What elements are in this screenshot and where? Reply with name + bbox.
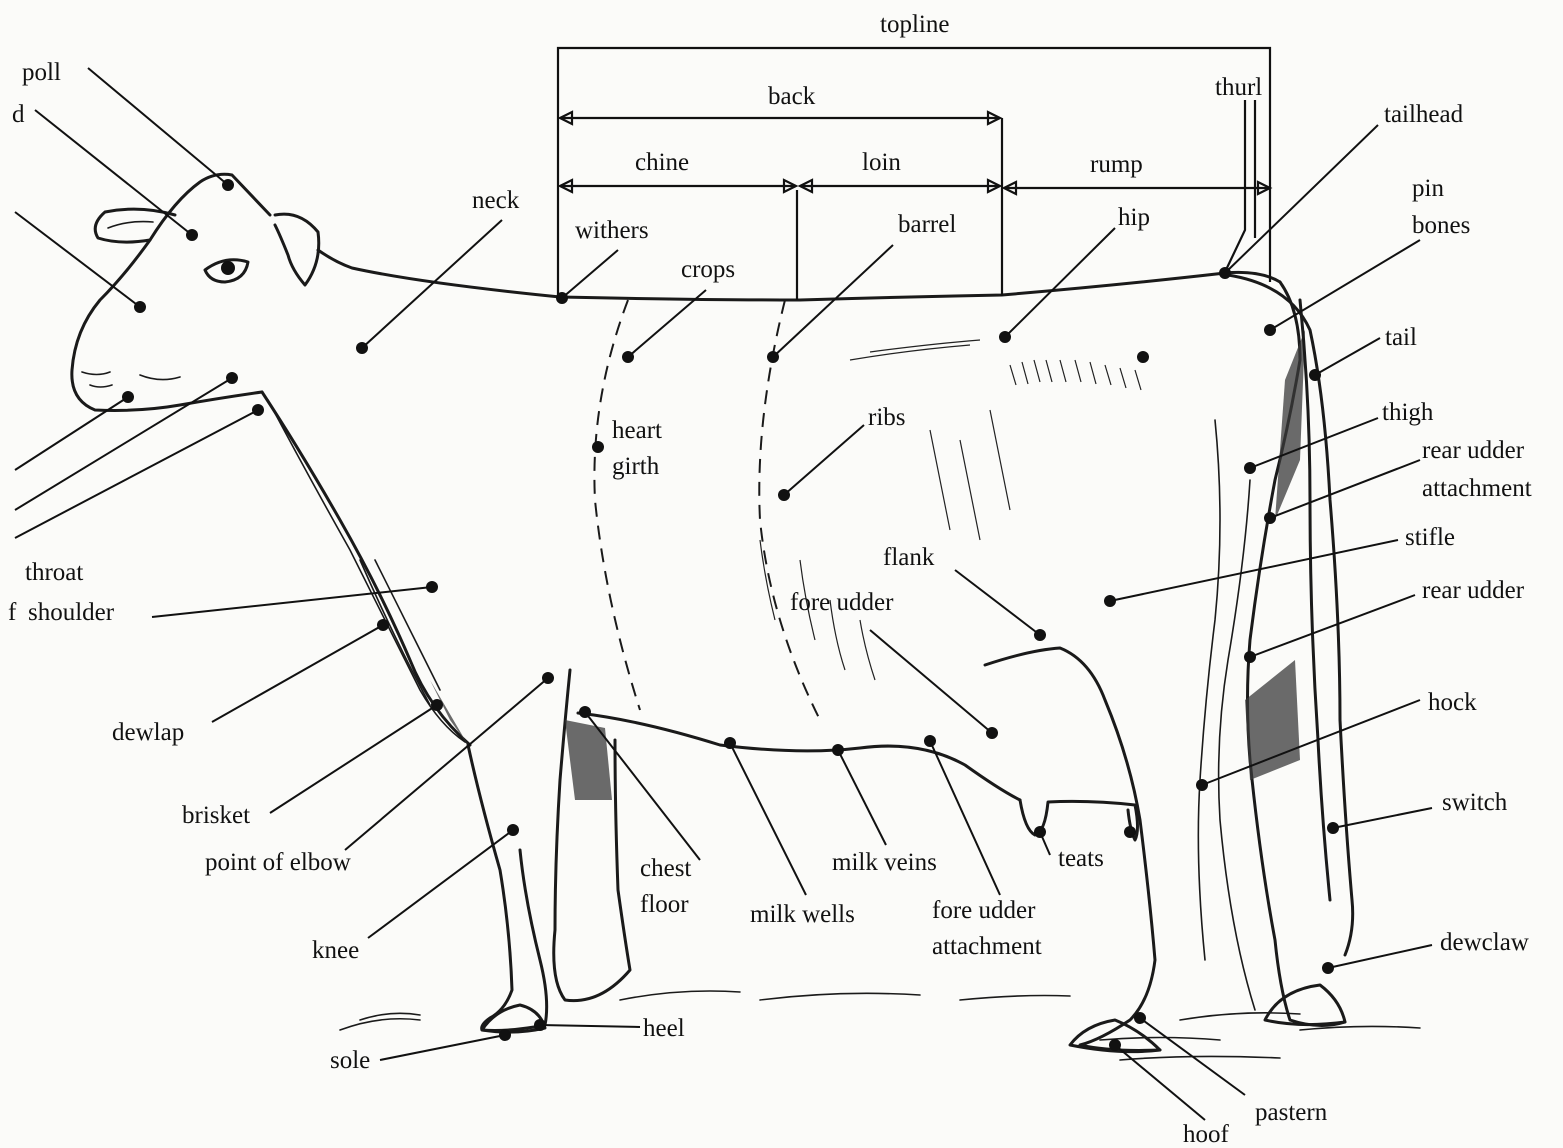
label-hock: hock <box>1428 689 1477 716</box>
label-teats: teats <box>1058 845 1104 872</box>
cow-illustration <box>72 174 1420 1060</box>
label-tailhead: tailhead <box>1384 101 1464 128</box>
label-withers: withers <box>575 217 649 244</box>
label-thigh: thigh <box>1382 399 1434 426</box>
label-point-of-elbow: point of elbow <box>205 849 351 876</box>
label-brisket: brisket <box>182 802 250 829</box>
label-switch: switch <box>1442 789 1508 816</box>
leader-lines <box>15 68 1432 1120</box>
label-chine: chine <box>635 149 689 176</box>
label-dewclaw: dewclaw <box>1440 929 1529 956</box>
label-ribs: ribs <box>868 404 906 431</box>
label-flank: flank <box>883 544 935 571</box>
label-milk-veins: milk veins <box>832 849 937 876</box>
label-rump: rump <box>1090 151 1143 178</box>
label-pin-bones-2: bones <box>1412 212 1470 239</box>
label-forehead-partial: d <box>12 101 25 128</box>
label-chest-floor-2: floor <box>640 891 689 918</box>
label-rear-udder: rear udder <box>1422 577 1525 604</box>
label-rear-udder-attachment-1: rear udder <box>1422 437 1525 464</box>
label-sole: sole <box>330 1047 370 1074</box>
label-back: back <box>768 83 816 110</box>
label-rear-udder-attachment-2: attachment <box>1422 475 1532 502</box>
label-shoulder-prefix: f <box>8 599 17 626</box>
marker-dots <box>122 179 1339 1051</box>
label-milk-wells: milk wells <box>750 901 855 928</box>
label-neck: neck <box>472 187 520 214</box>
label-heel: heel <box>643 1015 685 1042</box>
label-heart-girth-2: girth <box>612 453 660 480</box>
label-hoof: hoof <box>1183 1121 1230 1148</box>
label-barrel: barrel <box>898 211 956 238</box>
label-heart-girth-1: heart <box>612 417 662 444</box>
label-fore-udder: fore udder <box>790 589 894 616</box>
label-hip: hip <box>1118 204 1150 231</box>
label-pastern: pastern <box>1255 1099 1328 1126</box>
label-thurl: thurl <box>1215 74 1262 101</box>
label-stifle: stifle <box>1405 524 1455 551</box>
label-tail: tail <box>1385 324 1417 351</box>
label-fore-udder-attachment-1: fore udder <box>932 897 1036 924</box>
label-topline: topline <box>880 11 949 38</box>
label-poll: poll <box>22 59 61 86</box>
label-pin-bones-1: pin <box>1412 175 1444 202</box>
label-throat: throat <box>25 559 83 586</box>
label-knee: knee <box>312 937 359 964</box>
label-loin: loin <box>862 149 901 176</box>
label-chest-floor-1: chest <box>640 855 691 882</box>
label-crops: crops <box>681 256 735 283</box>
label-dewlap: dewlap <box>112 719 184 746</box>
label-fore-udder-attachment-2: attachment <box>932 933 1042 960</box>
label-shoulder: shoulder <box>28 599 115 626</box>
